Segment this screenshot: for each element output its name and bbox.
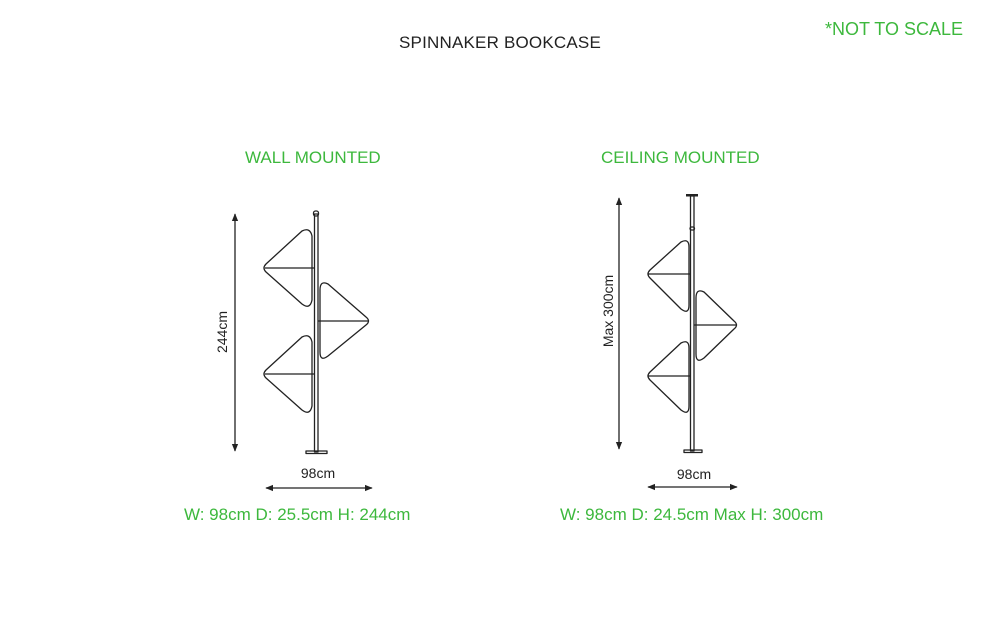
base-plate bbox=[305, 450, 328, 455]
not-to-scale-note: *NOT TO SCALE bbox=[824, 19, 963, 39]
base-plate bbox=[683, 449, 703, 454]
page-title: SPINNAKER BOOKCASE bbox=[399, 33, 601, 52]
wall-height-label: 244cm bbox=[214, 311, 230, 353]
pole bbox=[313, 213, 319, 453]
shelf-bottom-left bbox=[647, 341, 690, 413]
shelf-bottom-left bbox=[263, 335, 313, 413]
shelf-top-left bbox=[263, 229, 313, 307]
ceiling-width-label: 98cm bbox=[677, 466, 711, 482]
ceiling-dimensions: W: 98cm D: 24.5cm Max H: 300cm bbox=[560, 505, 824, 524]
ceiling-mounted-heading: CEILING MOUNTED bbox=[601, 148, 760, 167]
ceiling-plate bbox=[686, 194, 698, 197]
pole bbox=[689, 195, 695, 452]
ceiling-mounted-drawing: Max 300cm 98cm bbox=[600, 194, 738, 491]
wall-mounted-drawing: 244cm 98cm bbox=[214, 210, 373, 492]
wall-dimensions: W: 98cm D: 25.5cm H: 244cm bbox=[184, 505, 411, 524]
shelf-top-left bbox=[647, 240, 690, 312]
wall-width-label: 98cm bbox=[301, 465, 335, 481]
ceiling-height-label: Max 300cm bbox=[600, 275, 616, 347]
wall-mounted-heading: WALL MOUNTED bbox=[245, 148, 381, 167]
